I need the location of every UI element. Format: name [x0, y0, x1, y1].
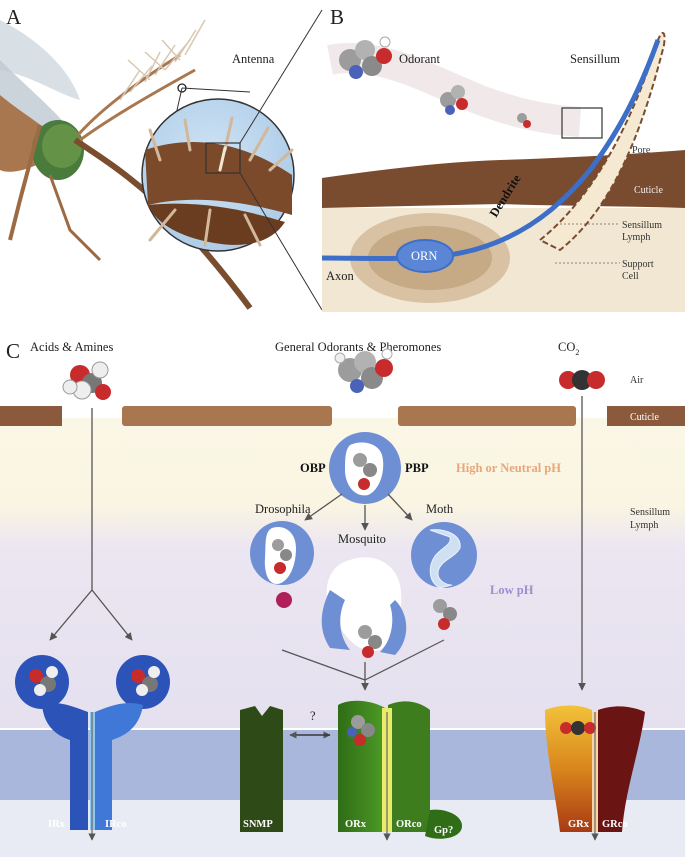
- irco-label: IRco: [105, 819, 127, 830]
- gr-receptor-complex: [545, 705, 645, 841]
- mosquito-label: Mosquito: [338, 532, 386, 546]
- dendrite: [321, 39, 661, 261]
- cuticle-label-b: Cuticle: [634, 185, 663, 196]
- gp-label: Gp?: [434, 825, 453, 836]
- antenna-label: Antenna: [232, 52, 275, 66]
- grx-label: GRx: [568, 819, 590, 830]
- support-label-1: Support: [622, 259, 654, 270]
- panel-a-letter: A: [6, 5, 22, 29]
- co2-molecule: [559, 370, 605, 390]
- orco-label: ORco: [396, 819, 422, 830]
- snmp-protein: [240, 706, 283, 832]
- pore-zoom-box: [561, 107, 603, 139]
- lymph-label-c-1: Sensillum: [630, 507, 670, 518]
- pore-label: Pore: [632, 145, 651, 156]
- antenna-zoom-circle: [141, 98, 295, 252]
- orn-label: ORN: [411, 249, 437, 263]
- acids-amines-label: Acids & Amines: [30, 340, 113, 354]
- sensillum-hair: [538, 32, 666, 252]
- odorant-molecule-3: [517, 113, 531, 128]
- drosophila-label: Drosophila: [255, 502, 311, 516]
- panel-b-letter: B: [330, 5, 344, 29]
- panel-c: C Acids & Amines General Odorants & Pher…: [0, 339, 685, 857]
- or-receptor-complex: [338, 700, 462, 841]
- acid-molecule: [62, 361, 111, 400]
- low-ph-label: Low pH: [490, 583, 534, 597]
- obp-pbp-binding-protein: [329, 432, 401, 504]
- odorant-molecule-2: [440, 85, 468, 115]
- cuticle-label-c: Cuticle: [630, 412, 659, 423]
- grco-label: GRco: [602, 819, 628, 830]
- panel-a: A Antenna: [0, 5, 323, 311]
- lymph-label-b-1: Sensillum: [622, 220, 662, 231]
- pbp-label: PBP: [405, 461, 429, 475]
- snmp-label: SNMP: [243, 819, 273, 830]
- support-label-2: Cell: [622, 271, 639, 282]
- high-ph-label: High or Neutral pH: [456, 461, 561, 475]
- air-label: Air: [630, 375, 644, 386]
- general-odorant-molecule: [334, 348, 393, 393]
- question-label: ?: [310, 709, 316, 723]
- moth-pbp: [411, 522, 477, 630]
- moth-label: Moth: [426, 502, 454, 516]
- axon-label: Axon: [326, 269, 355, 283]
- general-odorants-label: General Odorants & Pheromones: [275, 340, 441, 354]
- irx-label: IRx: [48, 819, 66, 830]
- sensillum-label: Sensillum: [570, 52, 620, 66]
- orn-cell-body: [396, 239, 454, 273]
- panel-c-letter: C: [6, 339, 20, 363]
- obp-label: OBP: [300, 461, 326, 475]
- odorant-label: Odorant: [399, 52, 440, 66]
- orx-label: ORx: [345, 819, 367, 830]
- lymph-label-c-2: Lymph: [630, 520, 658, 531]
- ir-receptor-complex: [15, 655, 170, 841]
- cuticle-segments: [0, 406, 685, 426]
- lymph-label-b-2: Lymph: [622, 232, 650, 243]
- odorant-molecule-1: [339, 36, 392, 79]
- co2-label: CO2: [558, 340, 579, 357]
- panel-b: B ORN Dendrite Axon Odorant: [321, 5, 685, 312]
- mosquito-obp: [321, 557, 407, 658]
- drosophila-obp: [250, 521, 314, 608]
